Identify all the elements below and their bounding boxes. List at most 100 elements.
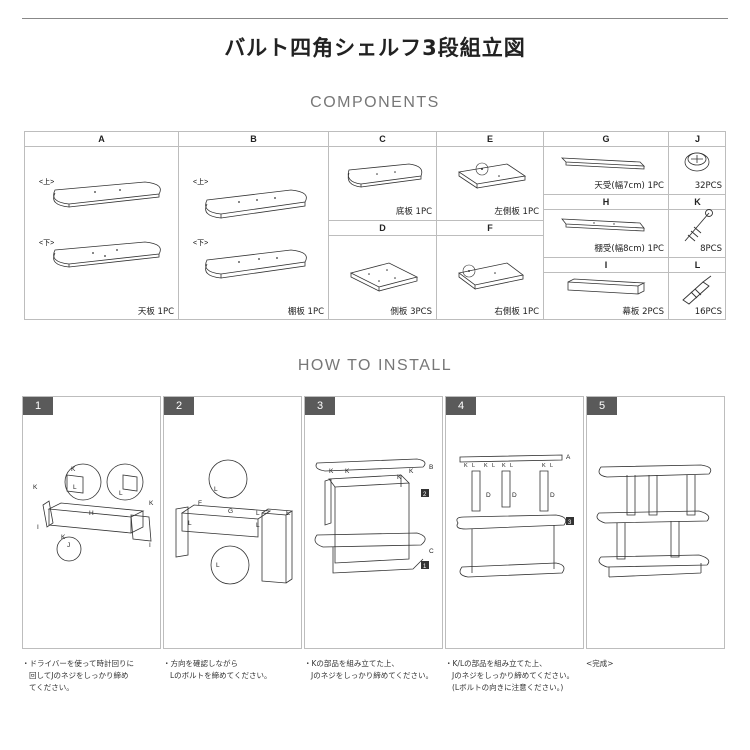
diagram-label: K (33, 484, 38, 491)
step-marker: 2 (423, 492, 427, 498)
diagram-label: C (429, 548, 434, 555)
right-side-board-drawing (458, 262, 524, 290)
step-4-note: ・K/Lの部品を組み立てた上、 Jのネジをしっかり締めてください。 (Lボルトの… (445, 659, 574, 692)
step-5-note: <完成> (586, 659, 614, 668)
component-caption: 8PCS (700, 244, 722, 254)
diagram-label: H (89, 510, 94, 517)
component-letter: K (694, 197, 701, 207)
diagram-label: L (216, 562, 220, 569)
step-number: 1 (23, 397, 53, 415)
diagram-label: L (214, 486, 218, 493)
diagram-label: D (512, 492, 517, 499)
component-letter: L (694, 260, 701, 270)
component-c: C 底板 1PC (329, 132, 437, 221)
diagram-label: G (228, 508, 233, 515)
diagram-label: K (345, 468, 350, 475)
component-caption: 天受(幅7cm) 1PC (594, 181, 664, 191)
component-e: E 左側板 1PC (437, 132, 544, 221)
svg-text:L: L (510, 463, 513, 469)
step-marker: 1 (423, 564, 427, 570)
component-caption: 右側板 1PC (494, 307, 539, 317)
step-4-diagram: K L K L K L K L A D D D 3 (456, 454, 574, 578)
step-number: 3 (305, 397, 335, 415)
component-caption: 底板 1PC (395, 207, 432, 217)
step-2-note: ・方向を確認しながら Lのボルトを締めてください。 (163, 659, 272, 680)
step-2-diagram: F G E L L L L L (175, 459, 294, 585)
svg-text:K: K (464, 463, 468, 469)
diagram-label: D (486, 492, 491, 499)
bottom-side-label: <下> (193, 239, 208, 247)
component-b: B <上> <下> 棚板 1PC (179, 132, 329, 320)
diagram-label: L (73, 484, 77, 491)
svg-text:L: L (492, 463, 495, 469)
component-caption: 棚受(幅8cm) 1PC (594, 244, 664, 254)
diagram-label: K (61, 534, 66, 541)
component-d: D 側板 3PCS (329, 221, 437, 320)
step-marker: 3 (568, 520, 572, 526)
cam-bolt-icon (684, 209, 713, 242)
component-letter: E (486, 134, 493, 144)
top-rule (22, 18, 728, 19)
bottom-board-drawing (347, 163, 423, 188)
step-5-diagram (596, 464, 712, 578)
diagram-label: I (149, 542, 151, 549)
component-letter: C (379, 134, 386, 144)
step-number: 5 (587, 397, 617, 415)
step-3-panel: 3 K K K K B C 2 1 (304, 396, 443, 649)
front-panel-drawing (567, 278, 646, 295)
svg-text:L: L (472, 463, 475, 469)
step-number: 2 (164, 397, 194, 415)
top-side-label: <上> (193, 177, 208, 186)
top-support-drawing (560, 157, 646, 170)
component-a: A <上> <下> 天板 1PC (25, 132, 179, 320)
component-letter: B (250, 134, 257, 144)
step-3-diagram: K K K K B C 2 1 (314, 458, 434, 574)
step-number: 4 (446, 397, 476, 415)
component-caption: 側板 3PCS (390, 307, 432, 317)
step-3-note: ・Kの部品を組み立てた上、 Jのネジをしっかり締めてください。 (304, 659, 433, 680)
shelf-support-drawing (561, 218, 645, 232)
component-letter: A (98, 134, 105, 144)
svg-text:K: K (542, 463, 546, 469)
dowel-bolt-icon (682, 275, 712, 305)
svg-text:K: K (502, 463, 506, 469)
component-letter: H (602, 197, 610, 207)
svg-text:K: K (484, 463, 488, 469)
svg-text:L: L (550, 463, 553, 469)
component-j: J 32PCS (669, 132, 726, 195)
diagram-label: D (550, 492, 555, 499)
step-4-panel: 4 K L K L K L K L A D D D 3 (445, 396, 584, 649)
step-1-panel: 1 K K K L L H I I J K (22, 396, 161, 649)
step-1-diagram: K K K L L H I I J K (33, 463, 154, 562)
cam-lock-icon (684, 152, 710, 172)
component-g: G 天受(幅7cm) 1PC (544, 132, 669, 195)
diagram-label: B (429, 464, 433, 471)
kl-labels: K L K L K L K L (464, 463, 553, 469)
component-caption: 幕板 2PCS (622, 307, 664, 317)
component-letter: D (379, 223, 386, 233)
diagram-label: K (329, 468, 334, 475)
component-caption: 32PCS (694, 181, 722, 191)
diagram-label: E (286, 510, 291, 517)
side-board-drawing (349, 262, 419, 292)
diagram-label: L (188, 520, 192, 527)
component-h: H 棚受(幅8cm) 1PC (544, 195, 669, 258)
diagram-label: I (37, 524, 39, 531)
component-caption: 棚板 1PC (287, 307, 324, 317)
diagram-label: A (566, 454, 571, 461)
diagram-label: K (397, 474, 402, 481)
left-side-board-drawing (457, 162, 527, 189)
step-2-panel: 2 F G E L L L L L (163, 396, 302, 649)
diagram-label: F (198, 500, 202, 507)
top-side-label: <上> (39, 177, 54, 186)
page-title: バルト四角シェルフ3段組立図 (224, 36, 526, 60)
diagram-label: L (256, 510, 260, 517)
component-l: L 16PCS (669, 258, 726, 320)
component-f: F 右側板 1PC (437, 221, 544, 320)
shelf-board-drawing: <上> <下> (193, 177, 307, 279)
component-caption: 天板 1PC (137, 307, 174, 317)
diagram-label: L (119, 490, 123, 497)
component-letter: I (604, 260, 608, 270)
step-5-panel: 5 (586, 396, 725, 649)
diagram-label: K (71, 466, 76, 473)
